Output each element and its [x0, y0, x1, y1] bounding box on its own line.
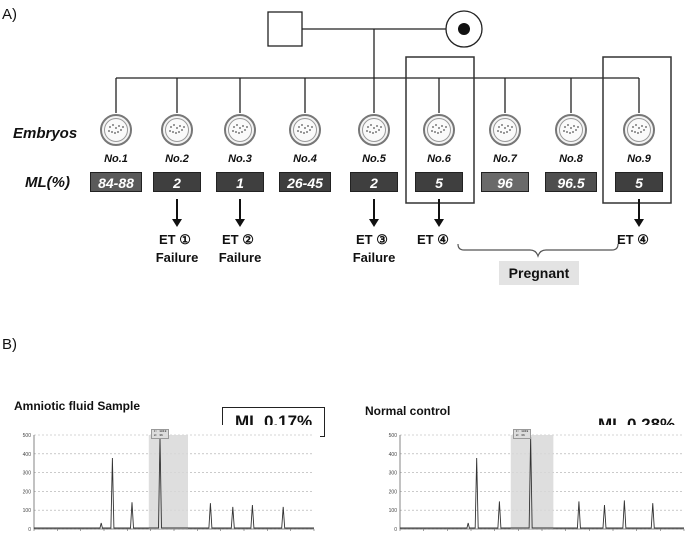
electropherogram-control: 500 400 300 200 100 0 C: 1019 H: 36 [378, 425, 690, 541]
y-tick-label: 100 [389, 508, 398, 514]
embryo-icon [488, 113, 522, 147]
embryo-icon [288, 113, 322, 147]
ml-value-box: 1 [216, 172, 264, 192]
ml-value-box: 5 [615, 172, 663, 192]
sample-title-control: Normal control [365, 404, 450, 418]
transfer-arrow-head [235, 219, 245, 227]
pregnant-label: Pregnant [499, 261, 579, 285]
embryo-number: No.1 [86, 153, 146, 165]
transfer-arrow-head [634, 219, 644, 227]
y-tick-label: 300 [389, 471, 398, 477]
y-tick-label: 500 [389, 433, 398, 439]
y-tick-label: 0 [394, 527, 397, 533]
embryo-number: No.2 [147, 153, 207, 165]
peak-tooltip: C: 1019 H: 36 [151, 429, 170, 439]
embryo-number: No.7 [475, 153, 535, 165]
embryo-icon [622, 113, 656, 147]
ml-value-box: 2 [350, 172, 398, 192]
y-tick-label: 100 [23, 508, 32, 514]
ml-value-box: 5 [415, 172, 463, 192]
panel-b-letter: B) [2, 336, 17, 353]
ml-value-box: 96.5 [545, 172, 597, 192]
embryo-icon [160, 113, 194, 147]
y-tick-label: 0 [28, 527, 31, 533]
y-tick-label: 400 [23, 452, 32, 458]
transfer-outcome-label: Failure [344, 250, 404, 265]
ml-value-box: 26-45 [279, 172, 331, 192]
electropherogram-amniotic: 500 400 300 200 100 0 C: 1019 H: 36 [12, 425, 320, 541]
embryos-row-label: Embryos [13, 125, 77, 142]
embryo-icon [223, 113, 257, 147]
embryo-icon [554, 113, 588, 147]
y-tick-label: 300 [23, 471, 32, 477]
transfer-arrow-head [434, 219, 444, 227]
embryo-number: No.5 [344, 153, 404, 165]
ml-value-box: 84-88 [90, 172, 142, 192]
embryo-number: No.4 [275, 153, 335, 165]
transfer-outcome-label: Failure [147, 250, 207, 265]
transfer-arrow-head [369, 219, 379, 227]
embryo-transfer-label: ET ④ [417, 232, 449, 248]
sample-title-amniotic: Amniotic fluid Sample [14, 399, 140, 413]
transfer-outcome-label: Failure [210, 250, 270, 265]
pregnant-bracket [458, 244, 618, 256]
ml-row-label: ML(%) [25, 174, 70, 191]
embryo-number: No.6 [409, 153, 469, 165]
embryo-number: No.9 [609, 153, 669, 165]
embryo-transfer-label: ET ② [222, 232, 254, 248]
father-square [268, 12, 302, 46]
y-tick-label: 400 [389, 452, 398, 458]
embryo-transfer-label: ET ③ [356, 232, 388, 248]
highlight-region [149, 435, 188, 529]
embryo-icon [99, 113, 133, 147]
y-tick-label: 500 [23, 433, 32, 439]
carrier-dot [458, 23, 470, 35]
embryo-number: No.3 [210, 153, 270, 165]
y-tick-label: 200 [23, 489, 32, 495]
embryo-transfer-label: ET ① [159, 232, 191, 248]
ml-value-box: 2 [153, 172, 201, 192]
transfer-arrow-head [172, 219, 182, 227]
y-tick-label: 200 [389, 489, 398, 495]
embryo-icon [422, 113, 456, 147]
ml-value-box: 96 [481, 172, 529, 192]
peak-tooltip: C: 1019 H: 36 [513, 429, 532, 439]
embryo-number: No.8 [541, 153, 601, 165]
embryo-icon [357, 113, 391, 147]
embryo-transfer-label: ET ④ [617, 232, 649, 248]
